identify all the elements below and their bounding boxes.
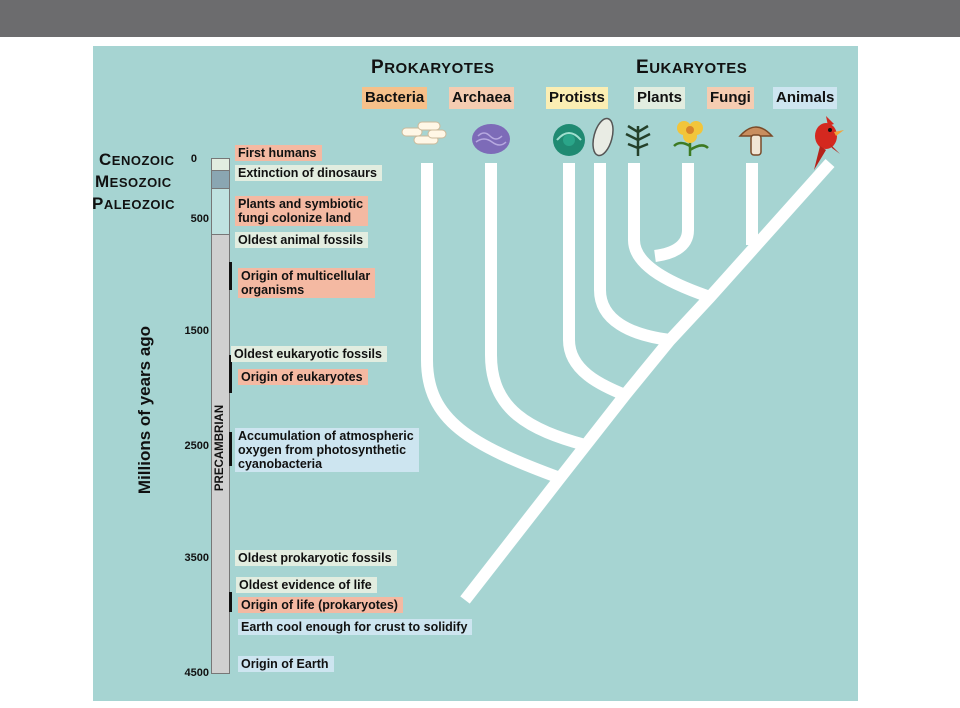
group-archaea: Archaea (449, 87, 515, 109)
event-oldest-eukaryotic-fossils: Oldest eukaryotic fossils (231, 346, 387, 362)
protist-diatom-icon (592, 117, 614, 157)
eukaryotes-heading: EUKARYOTES (636, 57, 748, 78)
era-cenozoic: CENOZOIC (99, 150, 175, 169)
event-plants-fungi-line1: Plants and symbiotic (238, 197, 364, 211)
tick-2500: 2500 (184, 440, 209, 452)
event-origin-eukaryotes: Origin of eukaryotes (238, 369, 368, 385)
plant-flower-icon (673, 121, 709, 156)
event-multicellular-line2: organisms (241, 283, 305, 297)
group-protists: Protists (546, 87, 608, 109)
group-fungi: Fungi (707, 87, 754, 109)
tick-4500: 4500 (184, 667, 209, 679)
mushroom-icon (738, 126, 774, 156)
protist-green-icon (553, 124, 585, 156)
range-mark-oxygen (229, 432, 232, 466)
axis-label-wrap: Millions of years ago (133, 300, 157, 520)
bar-mesozoic (211, 170, 230, 190)
group-bacteria: Bacteria (362, 87, 428, 109)
event-oxygen: Accumulation of atmospheric oxygen from … (235, 428, 419, 472)
era-mesozoic: MESOZOIC (95, 172, 172, 191)
branch-protists-2 (594, 163, 671, 346)
tree-trunk (460, 158, 835, 604)
event-oxygen-line1: Accumulation of atmospheric (238, 429, 414, 443)
cardinal-bird-icon (814, 116, 844, 170)
event-oldest-animal-fossils: Oldest animal fossils (235, 232, 369, 248)
branch-plants (628, 163, 712, 303)
group-animals: Animals (773, 87, 838, 109)
tick-1500: 1500 (184, 325, 209, 337)
event-oxygen-line2: oxygen from photosynthetic (238, 443, 407, 457)
event-oldest-prokaryotic-fossils: Oldest prokaryotic fossils (235, 550, 397, 566)
event-oldest-evidence-of-life: Oldest evidence of life (236, 577, 377, 593)
event-plants-fungi: Plants and symbiotic fungi colonize land (235, 196, 369, 226)
branch-bacteria (421, 163, 563, 484)
event-multicellular-line1: Origin of multicellular (241, 269, 371, 283)
branch-archaea (485, 163, 587, 451)
group-plants: Plants (634, 87, 686, 109)
event-extinction-dinosaurs: Extinction of dinosaurs (235, 165, 382, 181)
top-bar (0, 0, 960, 37)
range-mark-origin-life (229, 592, 232, 612)
tick-500: 500 (190, 213, 209, 225)
axis-label: Millions of years ago (135, 325, 154, 495)
range-mark-eukaryotes (229, 355, 232, 393)
prokaryotes-heading: PROKARYOTES (371, 57, 495, 78)
tick-3500: 3500 (184, 552, 209, 564)
precambrian-label: PRECAMBRIAN (214, 404, 226, 492)
branch-fungi (654, 163, 694, 262)
branch-protists-1 (563, 163, 628, 401)
event-multicellular: Origin of multicellular organisms (238, 268, 376, 298)
event-oxygen-line3: cyanobacteria (238, 457, 323, 471)
bacteria-icon (401, 121, 447, 145)
archaea-icon (472, 124, 510, 154)
event-plants-fungi-line2: fungi colonize land (238, 211, 352, 225)
event-earth-cool: Earth cool enough for crust to solidify (238, 619, 473, 635)
bar-paleozoic (211, 188, 230, 236)
event-first-humans: First humans (235, 145, 322, 161)
plant-moss-icon (625, 124, 651, 156)
era-paleozoic: PALEOZOIC (92, 194, 176, 213)
range-mark-multicellular (229, 262, 232, 290)
tick-0: 0 (190, 153, 197, 165)
event-origin-of-earth: Origin of Earth (238, 656, 334, 672)
event-origin-of-life: Origin of life (prokaryotes) (238, 597, 403, 613)
